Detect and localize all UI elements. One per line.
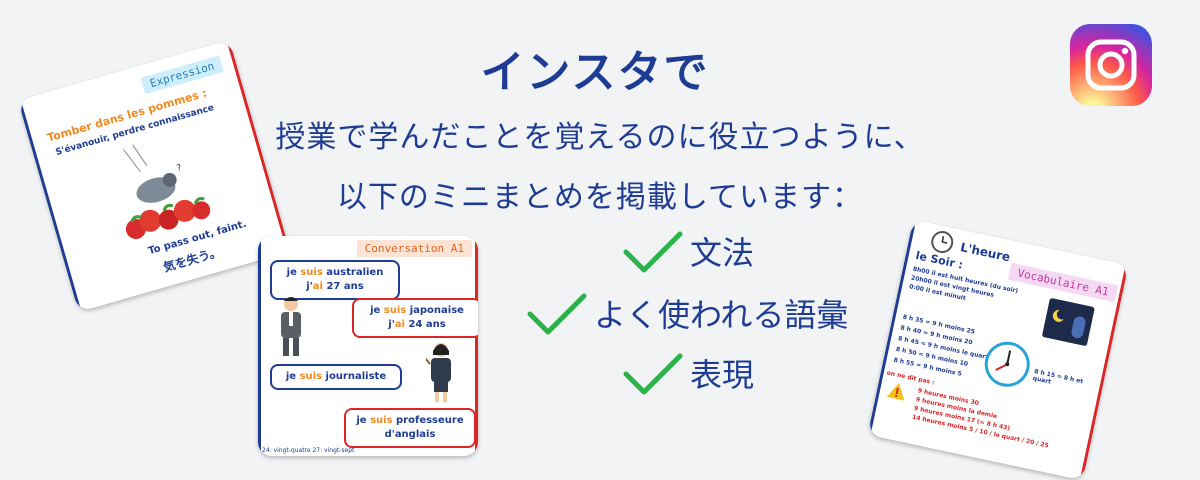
feature-label: よく使われる語彙 (594, 296, 849, 334)
feature-grammar: 文法 (622, 228, 754, 274)
pigeon-apples-illustration: ? (123, 144, 211, 240)
card-title: L'heure (959, 240, 1012, 265)
man-figure (281, 297, 301, 356)
evening-lines: 8h00 il est huit heures (du soir) 20h00 … (908, 265, 1019, 303)
card-footer: 24: vingt-quatre 27: vingt-sept (262, 447, 355, 454)
side-note: 8 h 15 = 8 h et quart (1032, 368, 1084, 386)
speech-bubble: je suis japonaise j'ai 24 ans (352, 298, 478, 338)
card-heure[interactable]: Vocabulaire A1 L'heure le Soir : 8h00 il… (867, 219, 1129, 480)
headline: インスタで (480, 47, 710, 98)
instagram-icon[interactable] (1070, 24, 1152, 106)
checkmark-icon (527, 293, 587, 335)
feature-expression: 表現 (622, 350, 754, 396)
card-tag: Expression (140, 55, 224, 95)
subtitle-line-2: 以下のミニまとめを掲載しています： (336, 180, 864, 215)
warning-icon (886, 383, 905, 401)
speech-bubble: je suis journaliste (270, 364, 402, 390)
clock-icon (984, 341, 1030, 387)
woman-figure (426, 343, 451, 402)
card-tag: Vocabulaire A1 (1008, 262, 1119, 303)
alarm-clock-icon (931, 231, 954, 254)
card-conversation[interactable]: Conversation A1 je suis australien j'ai … (258, 236, 478, 456)
checkmark-icon (623, 231, 683, 273)
speech-bubble: je suis australien j'ai 27 ans (270, 260, 400, 300)
speech-bubble: je suis professeure d'anglais (344, 408, 476, 448)
feature-label: 表現 (690, 356, 755, 394)
feature-label: 文法 (690, 234, 755, 272)
card-expression[interactable]: Expression Tomber dans les pommes : S'év… (17, 39, 291, 313)
subtitle-line-1: 授業で学んだことを覚えるのに役立つように、 (275, 120, 925, 155)
wrong-list: 9 heures moins 30 9 heures moins la demi… (911, 387, 1050, 450)
night-window-icon (1042, 298, 1095, 346)
checkmark-icon (623, 353, 683, 395)
card-tag: Conversation A1 (356, 240, 472, 257)
svg-text:?: ? (176, 163, 184, 174)
feature-vocabulary: よく使われる語彙 (526, 290, 848, 336)
